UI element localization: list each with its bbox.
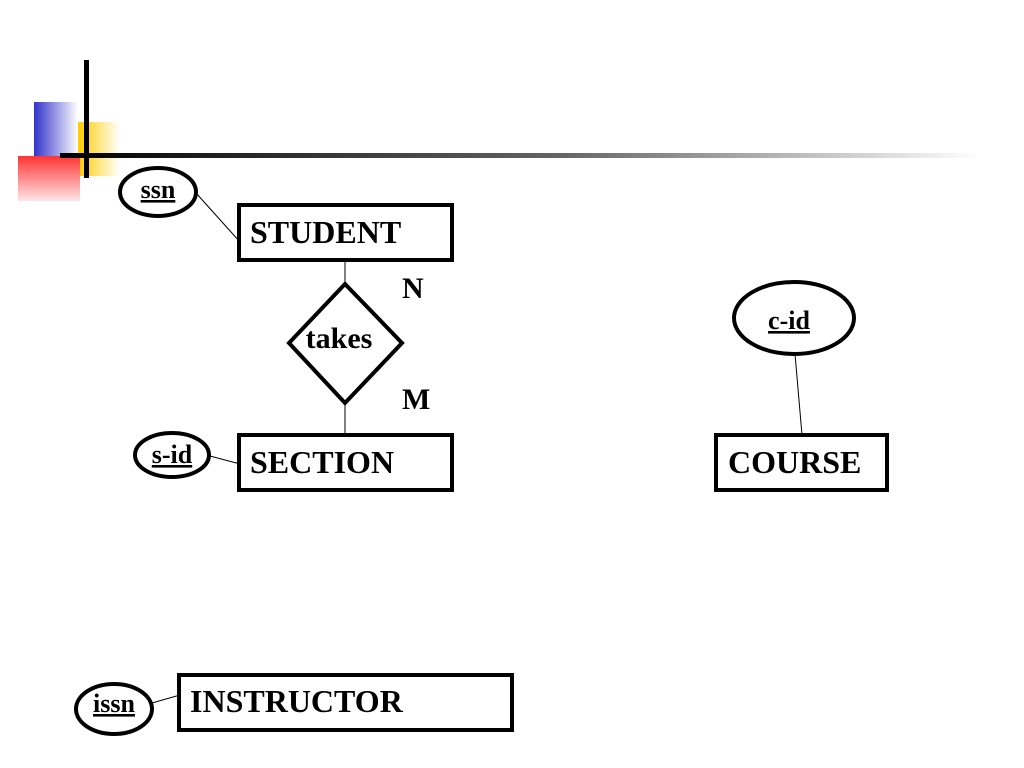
decor-vertical-bar bbox=[84, 60, 89, 178]
entity-section-box bbox=[237, 433, 454, 492]
attribute-s-id-label: s-id bbox=[152, 440, 193, 469]
entity-course-box bbox=[714, 433, 889, 492]
attribute-s-id[interactable]: s-id bbox=[133, 431, 211, 479]
attribute-ssn-oval bbox=[118, 166, 198, 218]
sid-section-connector bbox=[209, 455, 241, 465]
entity-section[interactable]: SECTION bbox=[237, 433, 454, 492]
cardinality-section: M bbox=[402, 383, 430, 416]
entity-section-label: SECTION bbox=[250, 444, 394, 480]
entity-instructor-label: INSTRUCTOR bbox=[190, 683, 404, 719]
attribute-c-id-oval bbox=[732, 280, 856, 356]
attribute-s-id-oval bbox=[133, 431, 211, 479]
entity-student-box bbox=[237, 203, 454, 262]
entity-student-label: STUDENT bbox=[250, 214, 401, 250]
cardinality-student: N bbox=[402, 272, 424, 305]
relationship-takes-diamond bbox=[286, 281, 405, 406]
slide-decoration bbox=[18, 60, 980, 201]
decor-blue-square bbox=[34, 102, 78, 156]
attribute-ssn[interactable]: ssn bbox=[118, 166, 198, 218]
attribute-c-id[interactable]: c-id bbox=[732, 280, 856, 356]
ssn-student-connector bbox=[195, 192, 241, 243]
entity-student[interactable]: STUDENT bbox=[237, 203, 454, 262]
relationship-takes-label: takes bbox=[306, 322, 373, 355]
issn-instructor-connector bbox=[151, 694, 181, 704]
cid-course-connector bbox=[794, 353, 803, 436]
entity-instructor[interactable]: INSTRUCTOR bbox=[177, 673, 514, 732]
relationship-takes[interactable]: takes bbox=[286, 281, 405, 406]
attribute-c-id-label: c-id bbox=[768, 306, 810, 335]
attribute-issn-oval bbox=[74, 682, 154, 736]
attribute-issn-label: issn bbox=[93, 689, 135, 718]
attribute-ssn-label: ssn bbox=[141, 175, 176, 204]
entity-course-label: COURSE bbox=[728, 444, 861, 480]
decor-red-square bbox=[18, 156, 80, 201]
attribute-issn[interactable]: issn bbox=[74, 682, 154, 736]
decor-horizontal-rule bbox=[60, 153, 980, 158]
entity-course[interactable]: COURSE bbox=[714, 433, 889, 492]
connectors bbox=[151, 192, 803, 704]
entity-instructor-box bbox=[177, 673, 514, 732]
